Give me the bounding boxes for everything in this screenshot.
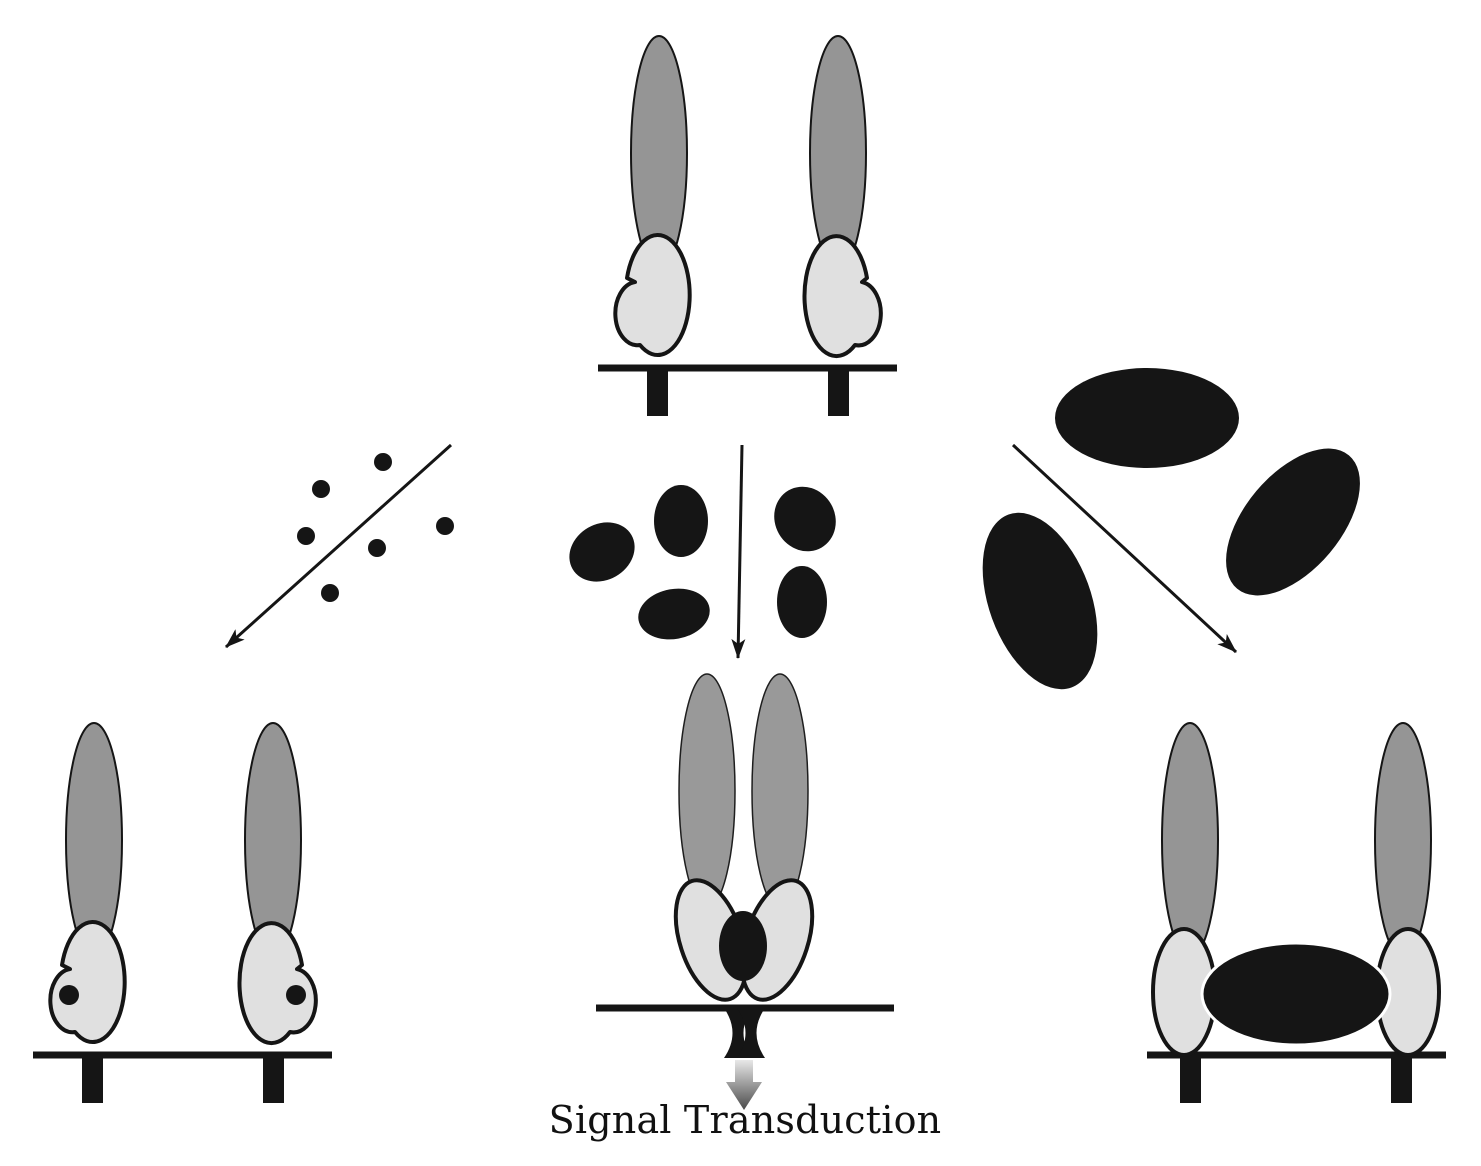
receptor-stalk	[751, 673, 809, 909]
transmembrane-anchor	[647, 368, 668, 416]
arrow-to-medium-ligand	[731, 444, 746, 659]
receptor-binding-head	[802, 234, 883, 359]
small-ligand	[312, 480, 330, 498]
signal-arrow	[726, 1060, 762, 1110]
large-ligand-bound-receptors	[1147, 722, 1446, 1103]
transmembrane-anchor	[263, 1055, 284, 1103]
small-ligand	[297, 527, 315, 545]
large-ligands	[982, 368, 1360, 690]
bound-small-ligand	[286, 985, 306, 1005]
small-ligand	[436, 517, 454, 535]
transmembrane-anchor	[1180, 1055, 1201, 1103]
arrow-to-large-ligand	[1011, 443, 1238, 654]
bound-medium-ligand	[719, 911, 767, 981]
activated-transmembrane-domain	[737, 1008, 765, 1058]
medium-ligand	[774, 486, 836, 552]
arrow-to-small-ligand	[224, 443, 453, 649]
medium-ligands	[569, 485, 836, 640]
receptor-stalk	[678, 673, 736, 909]
bound-small-ligand	[59, 985, 79, 1005]
small-ligand-bound-receptors	[33, 722, 332, 1103]
small-ligand	[368, 539, 386, 557]
medium-ligand	[569, 522, 635, 582]
unbound-receptor-pair	[598, 35, 897, 416]
small-ligand	[321, 584, 339, 602]
receptor-stalk	[1161, 722, 1219, 958]
receptor-binding-head	[48, 920, 127, 1044]
bound-large-ligand	[1200, 941, 1392, 1047]
medium-ligand	[654, 485, 708, 557]
transmembrane-anchor	[1391, 1055, 1412, 1103]
receptor-binding-head	[613, 233, 692, 357]
medium-ligand	[638, 588, 710, 640]
transmembrane-anchor	[82, 1055, 103, 1103]
receptor-stalk	[1374, 722, 1432, 958]
large-ligand	[1055, 368, 1239, 468]
receptor-binding-head	[237, 921, 318, 1046]
small-ligand	[374, 453, 392, 471]
large-ligand	[1226, 448, 1360, 596]
signal-transduction-label: Signal Transduction	[548, 1098, 942, 1142]
large-ligand	[982, 512, 1098, 690]
transmembrane-anchor	[828, 368, 849, 416]
dimerized-receptors	[596, 673, 894, 1110]
small-ligands	[297, 453, 454, 602]
medium-ligand	[777, 566, 827, 638]
